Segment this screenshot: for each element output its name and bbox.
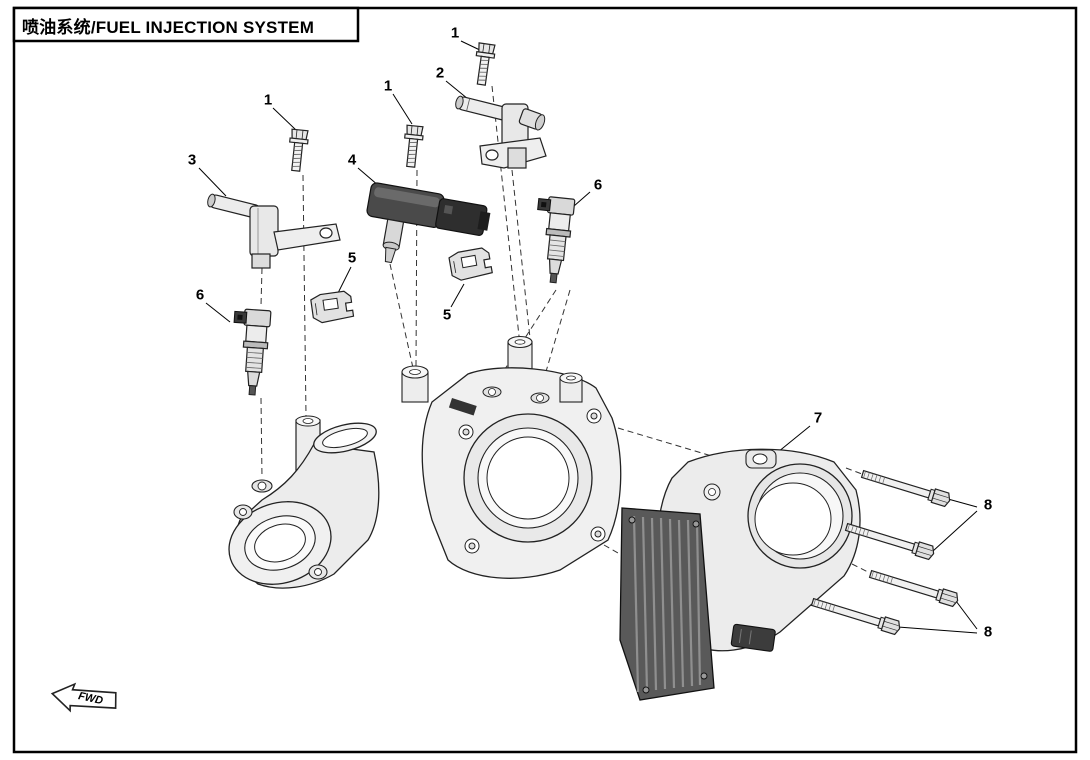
- part-intake-casting-left: [228, 415, 380, 589]
- page-title-en: FUEL INJECTION SYSTEM: [95, 18, 315, 37]
- fwd-marker: FWD: [50, 682, 117, 713]
- title-box: 喷油系统/FUEL INJECTION SYSTEM: [22, 13, 358, 37]
- title-box-frame: [12, 6, 360, 43]
- part-fuel-pipe-assy-3: [207, 193, 341, 269]
- part-throttle-body-7: [619, 448, 861, 701]
- part-map-sensor-4: [366, 182, 491, 264]
- page-title-cn: 喷油系统: [22, 18, 91, 37]
- callout-leader-lines: [198, 40, 978, 634]
- fwd-arrow-icon: [50, 682, 117, 713]
- part-intake-casting-center: [401, 335, 622, 579]
- actuator-ribs: [632, 515, 702, 693]
- label-patch: [448, 397, 477, 416]
- throttle-connector: [730, 623, 776, 652]
- part-fuel-pipe-assy-2: [455, 95, 547, 169]
- page-title-divider: /: [90, 18, 96, 37]
- actuator-screws: [628, 516, 708, 694]
- fwd-label: FWD: [77, 690, 104, 707]
